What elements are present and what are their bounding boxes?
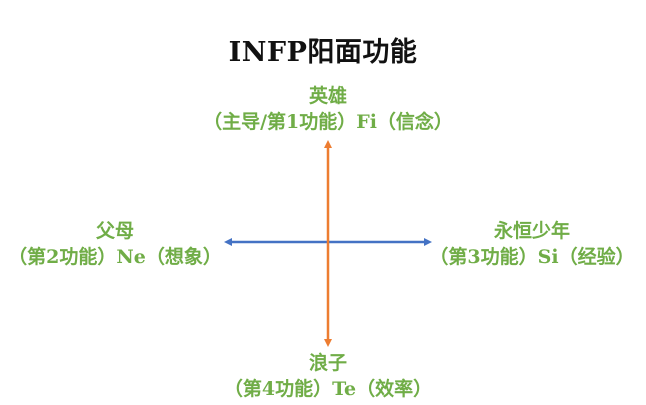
diagram-title: INFP阳面功能 xyxy=(228,37,418,68)
node-prodigal: 浪子 （第4功能）Te（效率） xyxy=(173,350,483,402)
node-eternal-youth: 永恒少年 （第3功能）Si（经验） xyxy=(418,218,646,270)
node-hero-name: 英雄 xyxy=(308,85,347,107)
node-parent: 父母 （第2功能）Ne（想象） xyxy=(0,218,230,270)
node-parent-name: 父母 xyxy=(95,220,134,242)
node-hero: 英雄 （主导/第1功能）Fi（信念） xyxy=(173,83,483,135)
node-prodigal-name: 浪子 xyxy=(308,352,347,374)
node-eternal-youth-name: 永恒少年 xyxy=(493,220,570,242)
node-hero-detail: （主导/第1功能）Fi（信念） xyxy=(203,111,453,133)
node-prodigal-detail: （第4功能）Te（效率） xyxy=(223,378,433,400)
node-eternal-youth-detail: （第3功能）Si（经验） xyxy=(429,246,635,268)
node-parent-detail: （第2功能）Ne（想象） xyxy=(8,246,222,268)
